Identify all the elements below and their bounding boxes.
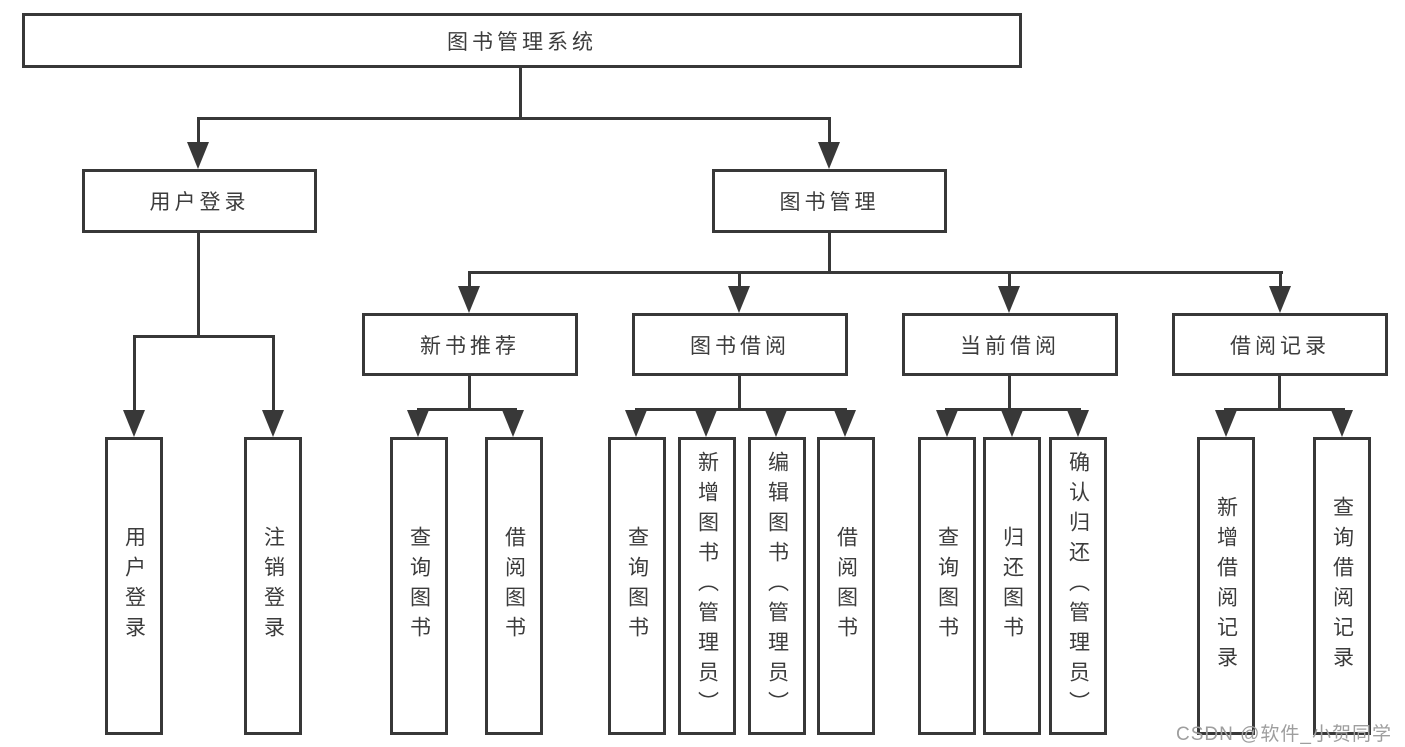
arrow-to-book-borrow (728, 286, 750, 313)
leaf-label: 查询借阅记录 (1330, 496, 1354, 676)
connector-bookmgmt-drop-1 (468, 271, 471, 289)
connector-bookmgmt-hbar (469, 271, 1283, 274)
node-book-management: 图书管理 (712, 169, 947, 233)
leaf-edit-book-admin: 编辑图书（管理员） (748, 437, 806, 735)
leaf-label: 新增图书（管理员） (695, 451, 719, 721)
node-label: 图书借阅 (690, 334, 790, 358)
leaf-query-book-1: 查询图书 (390, 437, 448, 735)
leaf-label: 归还图书 (1000, 526, 1024, 646)
connector-bookmgmt-drop-4 (1279, 271, 1282, 289)
leaf-label: 借阅图书 (834, 526, 858, 646)
connector-bookmgmt-stem (828, 233, 831, 271)
arrow-to-leaf-add-record (1215, 410, 1237, 437)
arrow-to-borrow-record (1269, 286, 1291, 313)
leaf-label: 查询图书 (935, 526, 959, 646)
arrow-to-leaf-add-book (695, 410, 717, 437)
leaf-logout: 注销登录 (244, 437, 302, 735)
node-label: 新书推荐 (420, 334, 520, 358)
connector-userlogin-drop-2 (272, 335, 275, 411)
node-new-book-recommend: 新书推荐 (362, 313, 578, 376)
leaf-label: 确认归还（管理员） (1066, 451, 1090, 721)
arrow-to-leaf-return-book (1001, 410, 1023, 437)
arrow-to-user-login (187, 142, 209, 169)
connector-bookmgmt-drop-2 (738, 271, 741, 289)
arrow-to-book-management (818, 142, 840, 169)
connector-root-hbar (197, 117, 831, 120)
connector-borrowrecord-stem (1278, 376, 1281, 410)
leaf-borrow-book-2: 借阅图书 (817, 437, 875, 735)
arrow-to-leaf-query-book-1 (407, 410, 429, 437)
arrow-to-leaf-query-book-2 (625, 410, 647, 437)
csdn-watermark: CSDN @软件_小贺同学 (1176, 724, 1392, 745)
leaf-label: 用户登录 (122, 526, 146, 646)
arrow-to-leaf-query-record (1331, 410, 1353, 437)
connector-borrowrecord-hbar (1224, 408, 1345, 411)
leaf-user-login: 用户登录 (105, 437, 163, 735)
connector-root-drop-left (197, 117, 200, 145)
connector-userlogin-hbar (133, 335, 275, 338)
node-user-login: 用户登录 (82, 169, 317, 233)
leaf-label: 新增借阅记录 (1214, 496, 1238, 676)
arrow-to-new-book-rec (458, 286, 480, 313)
node-book-borrowing: 图书借阅 (632, 313, 848, 376)
leaf-label: 借阅图书 (502, 526, 526, 646)
node-label: 借阅记录 (1230, 334, 1330, 358)
connector-bookborrow-hbar (635, 408, 847, 411)
leaf-label: 注销登录 (261, 526, 285, 646)
connector-root-stem (519, 68, 522, 117)
connector-bookmgmt-drop-3 (1008, 271, 1011, 289)
arrow-to-current-borrow (998, 286, 1020, 313)
arrow-to-leaf-borrow-book-1 (502, 410, 524, 437)
arrow-to-leaf-query-book-3 (936, 410, 958, 437)
leaf-query-book-3: 查询图书 (918, 437, 976, 735)
connector-currentborrow-stem (1008, 376, 1011, 410)
connector-root-drop-right (828, 117, 831, 145)
connector-currentborrow-hbar (945, 408, 1081, 411)
connector-userlogin-stem (197, 233, 200, 335)
arrow-to-leaf-confirm-return (1067, 410, 1089, 437)
node-library-management-system: 图书管理系统 (22, 13, 1022, 68)
node-borrowing-records: 借阅记录 (1172, 313, 1388, 376)
node-label: 用户登录 (149, 191, 250, 214)
arrow-to-leaf-logout (262, 410, 284, 437)
connector-bookborrow-stem (738, 376, 741, 410)
node-label: 图书管理 (779, 191, 880, 214)
leaf-label: 查询图书 (407, 526, 431, 646)
leaf-add-book-admin: 新增图书（管理员） (678, 437, 736, 735)
leaf-return-book: 归还图书 (983, 437, 1041, 735)
leaf-query-book-2: 查询图书 (608, 437, 666, 735)
leaf-query-borrow-record: 查询借阅记录 (1313, 437, 1371, 735)
connector-userlogin-drop-1 (133, 335, 136, 411)
arrow-to-leaf-borrow-book-2 (834, 410, 856, 437)
node-current-borrowing: 当前借阅 (902, 313, 1118, 376)
leaf-label: 编辑图书（管理员） (765, 451, 789, 721)
leaf-confirm-return-admin: 确认归还（管理员） (1049, 437, 1107, 735)
connector-newbook-hbar (417, 408, 517, 411)
arrow-to-leaf-user-login (123, 410, 145, 437)
leaf-add-borrow-record: 新增借阅记录 (1197, 437, 1255, 735)
arrow-to-leaf-edit-book (765, 410, 787, 437)
leaf-label: 查询图书 (625, 526, 649, 646)
node-label: 当前借阅 (960, 334, 1060, 358)
node-label: 图书管理系统 (447, 30, 597, 54)
connector-newbook-stem (468, 376, 471, 410)
leaf-borrow-book-1: 借阅图书 (485, 437, 543, 735)
